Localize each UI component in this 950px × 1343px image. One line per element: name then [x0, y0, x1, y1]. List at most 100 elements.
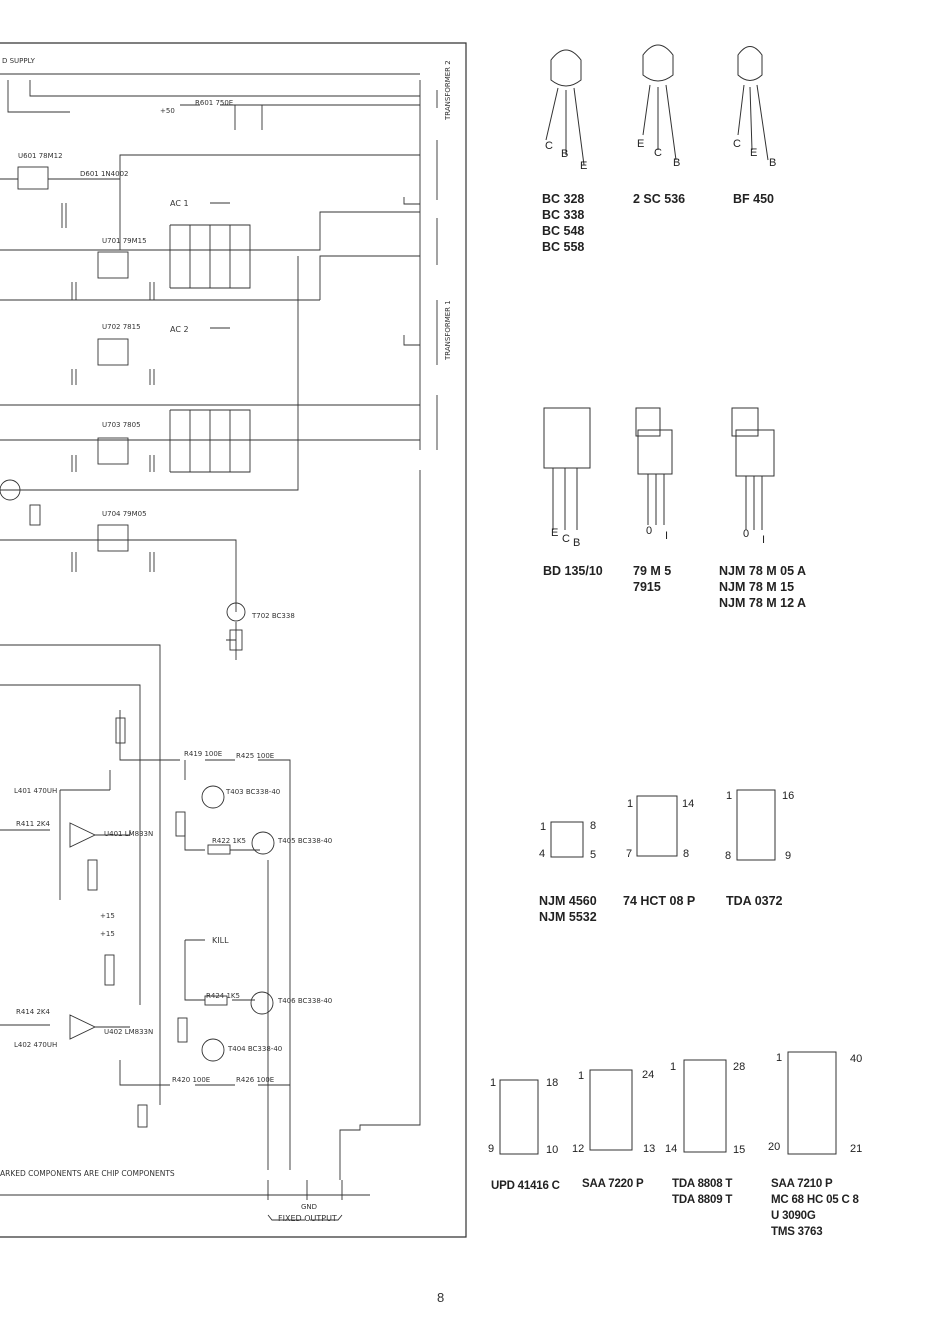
part-r411: R411 2K4 — [16, 820, 50, 828]
dip14-pin-1: 1 — [627, 798, 634, 810]
part-t403: T403 BC338-40 — [226, 788, 281, 796]
part-name: U 3090G — [771, 1210, 816, 1222]
power-2-pin-0: 0 — [646, 525, 653, 537]
part-name: BF 450 — [733, 192, 774, 206]
power-1-pin-b: B — [573, 537, 581, 549]
transformer-1-label: TRANSFORMER 1 — [444, 300, 452, 360]
dip8-parts: NJM 4560 NJM 5532 — [539, 893, 597, 925]
part-name: 79 M 5 — [633, 564, 672, 578]
ac1-label: AC 1 — [170, 199, 189, 208]
dip24-pin-24: 24 — [642, 1069, 655, 1081]
part-l401: L401 470UH — [14, 787, 58, 795]
dip14-pin-7: 7 — [626, 848, 633, 860]
part-name: SAA 7220 P — [582, 1178, 644, 1190]
part-u401: U401 LM833N — [104, 830, 154, 838]
to92-2-parts: 2 SC 536 — [633, 191, 685, 207]
schematic-frame — [0, 42, 467, 1238]
part-name: MC 68 HC 05 C 8 — [771, 1194, 859, 1206]
part-u704: U704 79M05 — [102, 510, 147, 518]
power-1-pin-c: C — [562, 533, 570, 545]
dip28-parts: TDA 8808 T TDA 8809 T — [672, 1176, 732, 1208]
power-1-pin-e: E — [551, 527, 559, 539]
power-2-parts: 79 M 5 7915 — [633, 563, 671, 595]
power-3-parts: NJM 78 M 05 A NJM 78 M 15 NJM 78 M 12 A — [719, 563, 806, 611]
power-1-parts: BD 135/10 — [543, 563, 603, 579]
part-name: SAA 7210 P — [771, 1178, 833, 1190]
part-r414: R414 2K4 — [16, 1008, 50, 1016]
part-r601: R601 750E — [195, 99, 234, 107]
part-t406: T406 BC338-40 — [278, 997, 333, 1005]
power-packages — [543, 407, 775, 530]
to92-3-pin-c: C — [733, 138, 741, 150]
plus15-label-a: +15 — [100, 912, 115, 920]
dip28-pin-15: 15 — [733, 1144, 746, 1156]
dip8-pin-5: 5 — [590, 849, 597, 861]
part-u601: U601 78M12 — [18, 152, 63, 160]
part-name: BC 548 — [542, 224, 585, 238]
part-t702: T702 BC338 — [252, 612, 295, 620]
dip24-pin-1: 1 — [578, 1070, 585, 1082]
power-2-pin-i: I — [665, 530, 669, 542]
part-name: BD 135/10 — [543, 564, 603, 578]
dip24-pin-13: 13 — [643, 1143, 656, 1155]
dip40-pin-20: 20 — [768, 1141, 781, 1153]
part-r426: R426 100E — [236, 1076, 275, 1084]
to92-3-pin-b: B — [769, 157, 777, 169]
part-r420: R420 100E — [172, 1076, 211, 1084]
dip8-pin-8: 8 — [590, 820, 597, 832]
to92-1-pin-e: E — [580, 160, 588, 172]
part-name: TMS 3763 — [771, 1226, 823, 1238]
part-name: 2 SC 536 — [633, 192, 686, 206]
part-r424: R424 1K5 — [206, 992, 240, 1000]
part-name: 7915 — [633, 580, 661, 594]
part-name: TDA 0372 — [726, 894, 783, 908]
part-name: BC 558 — [542, 240, 585, 254]
dip8-pin-1: 1 — [540, 821, 547, 833]
supply-label: D SUPPLY — [2, 57, 35, 65]
to92-2-pin-c: C — [654, 147, 662, 159]
to92-3-pin-e: E — [750, 147, 758, 159]
power-3-pin-i: I — [762, 534, 766, 546]
plus15-label-b: +15 — [100, 930, 115, 938]
dip14-parts: 74 HCT 08 P — [623, 893, 695, 909]
dip-packages — [499, 789, 837, 1155]
dip28-pin-14: 14 — [665, 1143, 678, 1155]
part-l402: L402 470UH — [14, 1041, 58, 1049]
to92-3-parts: BF 450 — [733, 191, 774, 207]
part-name: 74 HCT 08 P — [623, 894, 696, 908]
dip18-pin-18: 18 — [546, 1077, 559, 1089]
to92-1-pin-c: C — [545, 140, 553, 152]
dip40-pin-21: 21 — [850, 1143, 863, 1155]
to92-1-pin-b: B — [561, 148, 569, 160]
transformer-2-label: TRANSFORMER 2 — [444, 60, 452, 120]
to92-2-pin-e: E — [637, 138, 645, 150]
dip28-pin-1: 1 — [670, 1061, 677, 1073]
part-name: BC 338 — [542, 208, 585, 222]
dip16-parts: TDA 0372 — [726, 893, 783, 909]
audio-section — [0, 470, 421, 1221]
dip18-parts: UPD 41416 C — [491, 1178, 560, 1194]
dip40-parts: SAA 7210 P MC 68 HC 05 C 8 U 3090G TMS 3… — [771, 1176, 859, 1240]
dip18-pin-1: 1 — [490, 1077, 497, 1089]
dip18-pin-10: 10 — [546, 1144, 559, 1156]
dip24-pin-12: 12 — [572, 1143, 585, 1155]
dip18-pin-9: 9 — [488, 1143, 495, 1155]
part-u703: U703 7805 — [102, 421, 141, 429]
dip14-pin-14: 14 — [682, 798, 695, 810]
part-r422: R422 1K5 — [212, 837, 246, 845]
part-u402: U402 LM833N — [104, 1028, 154, 1036]
part-u701: U701 79M15 — [102, 237, 147, 245]
page-number: 8 — [437, 1290, 445, 1305]
dip40-pin-40: 40 — [850, 1053, 863, 1065]
part-u702: U702 7815 — [102, 323, 141, 331]
dip14-pin-8: 8 — [683, 848, 690, 860]
part-name: TDA 8808 T — [672, 1178, 733, 1190]
dip28-pin-28: 28 — [733, 1061, 746, 1073]
plus50-label: +50 — [160, 107, 175, 115]
power-supply-section — [0, 73, 438, 660]
dip16-pin-9: 9 — [785, 850, 792, 862]
to92-1-parts: BC 328 BC 338 BC 548 BC 558 — [542, 191, 584, 255]
part-r419: R419 100E — [184, 750, 223, 758]
gnd-label: GND — [301, 1203, 318, 1211]
